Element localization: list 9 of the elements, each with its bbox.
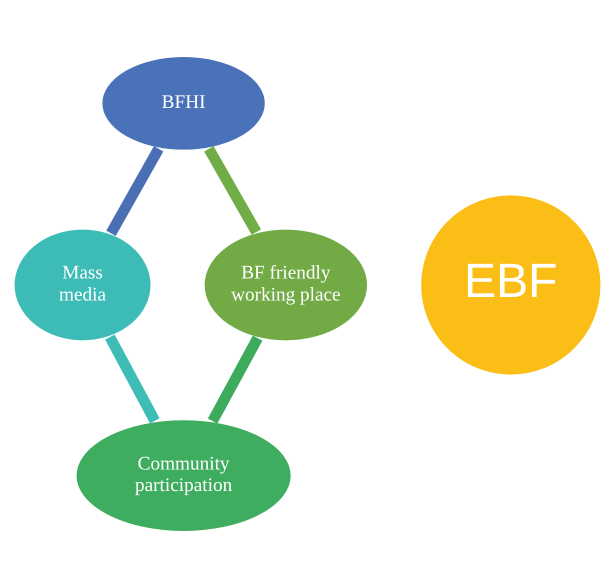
connector: [208, 336, 262, 424]
connector: [106, 146, 164, 236]
node-ellipse: Community participation: [74, 418, 294, 534]
node-ellipse: BF friendly working place: [202, 227, 370, 343]
node-circle: EBF: [418, 192, 603, 377]
node-ellipse: Mass media: [12, 227, 153, 343]
node-ellipse: BFHI: [100, 54, 268, 152]
connector: [204, 146, 262, 235]
connector: [105, 334, 160, 424]
